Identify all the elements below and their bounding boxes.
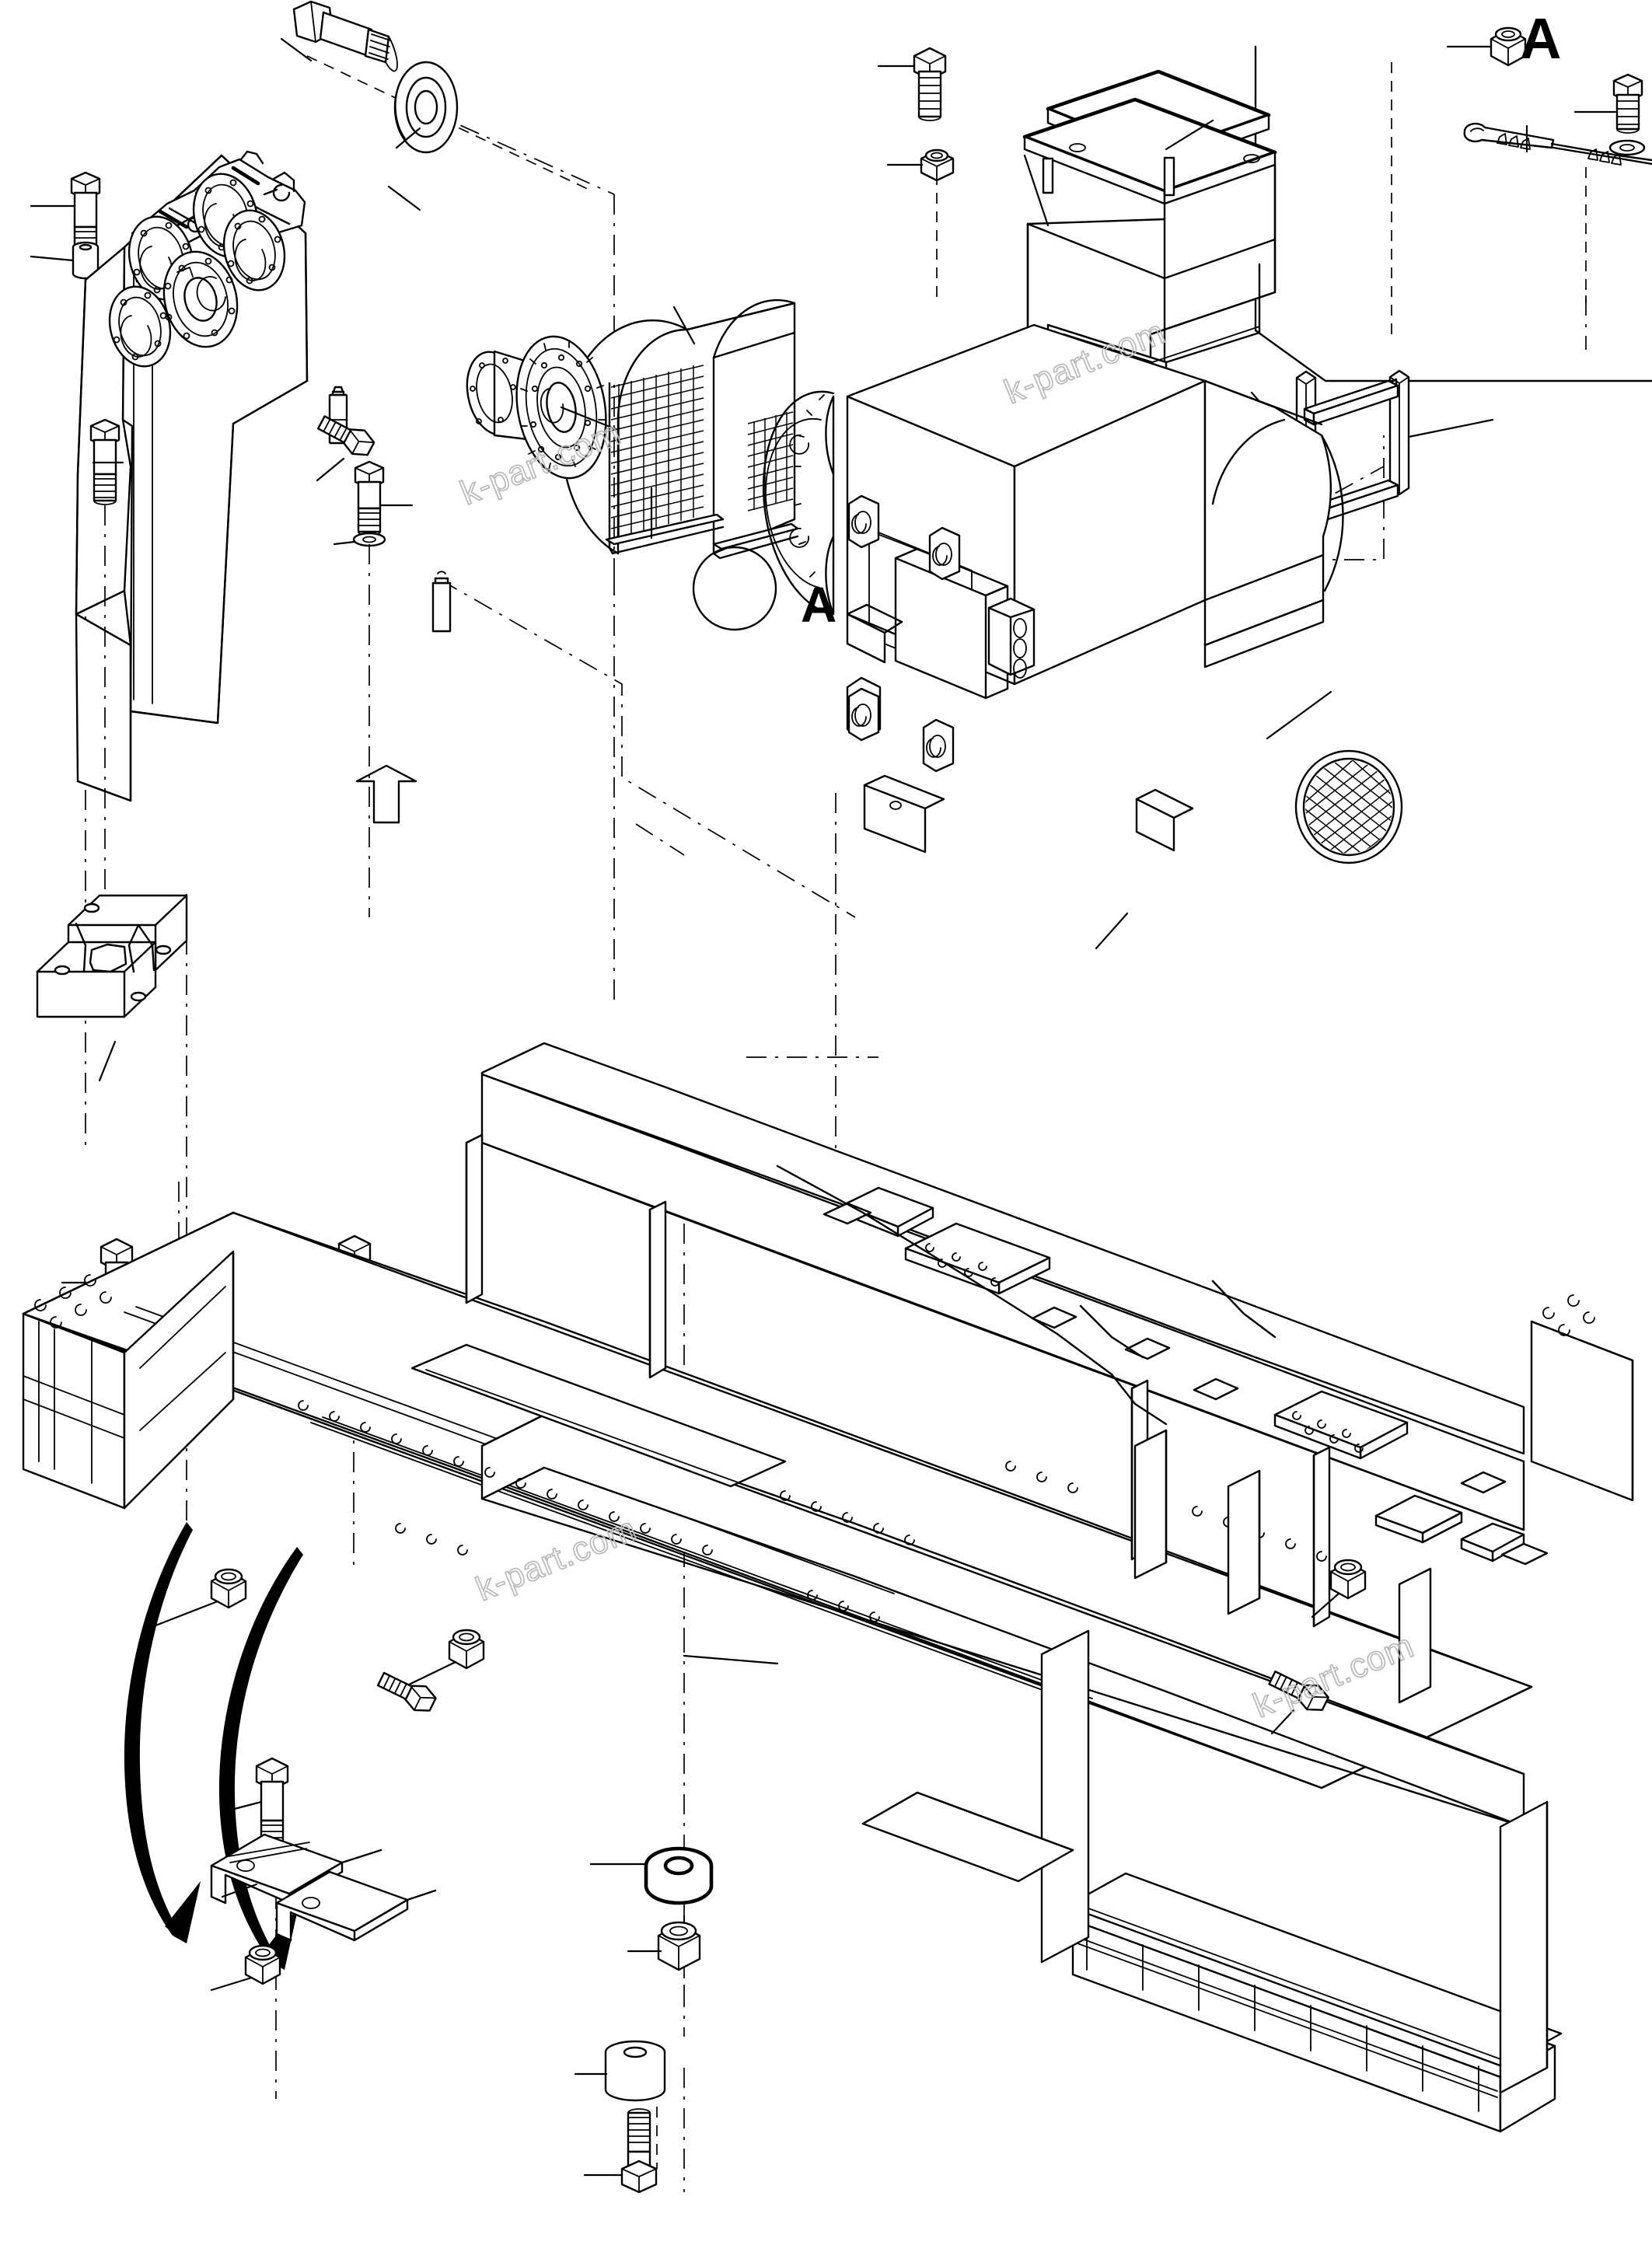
frame-gussets (410, 1343, 1432, 1704)
deck-mounting-pads (823, 1186, 1549, 1566)
leader-generator-enclosure (1266, 690, 1332, 740)
lock-nut-enclosure (920, 148, 955, 182)
leader-hood-body (1023, 154, 1050, 227)
leader-angle-bracket-lower-left (221, 1883, 258, 1898)
leader-bolt-coupling (316, 457, 345, 482)
flat-washer-upper-left (393, 61, 459, 154)
leader-mounting-bracket-left (98, 1040, 117, 1082)
lock-nut-chassis-left (210, 1568, 247, 1609)
step-tread-frame (1065, 1872, 1563, 2133)
washer-detail-a (1608, 139, 1646, 156)
hex-bolt-chassis-right (1268, 1671, 1329, 1711)
angle-bracket-lower-left (210, 1833, 437, 1942)
generator-enclosure (846, 323, 1403, 864)
leader-bolt-chassis-angled (683, 1654, 779, 1665)
lifting-lug-3 (928, 526, 961, 581)
leader-lock-nut-chassis-right (1311, 1592, 1340, 1618)
install-direction-arrow-1 (124, 1522, 201, 1943)
hex-bolt-detail-a (1612, 73, 1643, 134)
lifting-lug-2 (847, 494, 880, 549)
lock-nut-lower-left (244, 1944, 281, 1985)
hex-bolt-bottom (620, 2108, 658, 2194)
leader-transmission-housing (387, 185, 421, 211)
leader-bolt-upper-left (280, 37, 313, 62)
detail-circle-a (692, 546, 777, 631)
leader-mesh-shroud (672, 306, 696, 345)
hex-nut-bottom (657, 1921, 701, 1971)
leader-lock-nut-lower-left (210, 1976, 253, 1992)
mounting-bracket-left (36, 894, 188, 1018)
housing-drain-plug (431, 571, 452, 633)
hex-bolt-gearbox-left-2 (89, 418, 120, 505)
leader-spacer-left (30, 255, 75, 262)
hex-bolt-enclosure-top (913, 47, 947, 121)
lifting-lug (846, 676, 882, 742)
hex-bolt-mid-frame (354, 460, 385, 536)
enclosure-round-vent (1294, 749, 1403, 864)
detail-label-a-top-right: A (1520, 6, 1561, 71)
hex-bolt-coupling (316, 415, 375, 456)
leader-guard-rail-post (1407, 418, 1494, 438)
spacer-bushing-bottom (604, 2040, 666, 2102)
flange-cover (108, 173, 286, 368)
hex-bolt-gearbox-left-1 (70, 171, 101, 258)
detail-label-a-shroud: A (801, 577, 836, 633)
leader-exhaust-hood (1165, 119, 1214, 151)
coupling-flange-plate (762, 390, 835, 616)
leader-bolt-chassis-right (1270, 1709, 1295, 1735)
cable-tie-detail-a (1463, 122, 1652, 166)
lock-nut-chassis-right (1329, 1559, 1367, 1600)
base-chassis-frame (22, 1042, 1634, 2133)
lock-nut-chassis-center (448, 1629, 485, 1670)
flat-washer-bottom (644, 1846, 714, 1905)
drive-coupling (466, 335, 607, 480)
hex-bolt-upper-left (292, 0, 398, 72)
mesh-grid-left (610, 365, 704, 536)
leader-washer-upper-left (395, 127, 421, 149)
lock-nut-detail-a (1490, 26, 1527, 67)
deck-bolt-holes (298, 1400, 1327, 1622)
leader-drive-coupling (560, 406, 617, 431)
flat-washer-mid-frame (352, 532, 386, 547)
leader-washer-mid-frame (333, 540, 356, 546)
transmission-housing (75, 150, 452, 802)
leader-lock-nut-chassis-left (146, 1600, 219, 1630)
leader-enclosure-base (1095, 912, 1129, 950)
hex-bolt-chassis-angled (376, 1671, 437, 1712)
lifting-lug-4 (922, 718, 955, 773)
leader-bolt-lower-left (224, 1800, 263, 1813)
assembly-direction-arrow (355, 764, 417, 824)
leader-lock-nut-chassis-center (406, 1660, 457, 1687)
